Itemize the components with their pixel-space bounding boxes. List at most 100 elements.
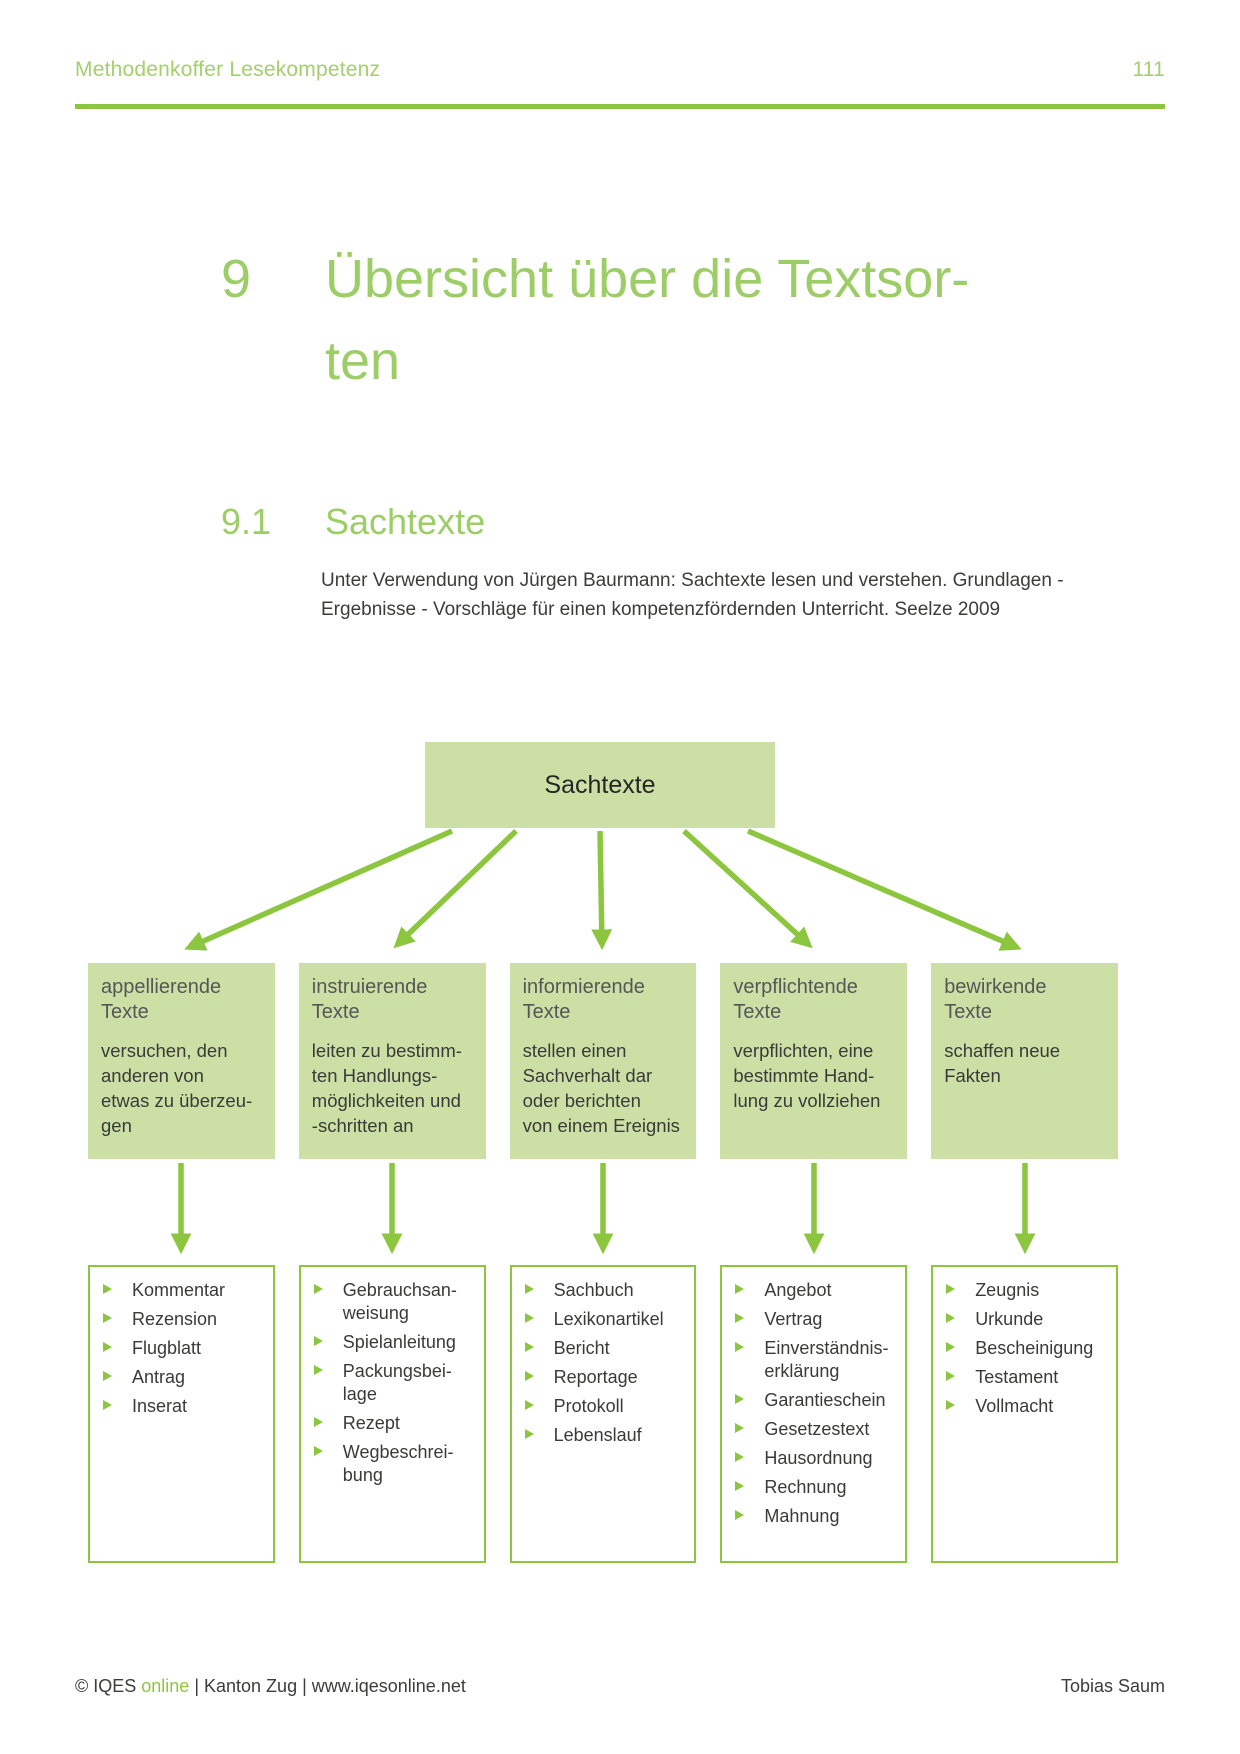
list-item-label: Garantieschein: [764, 1390, 886, 1410]
text-line: leiten zu bestimm-: [311, 1040, 462, 1061]
chapter-number: 9: [221, 249, 252, 309]
triangle-bullet-icon: [735, 1510, 745, 1520]
arrow-root-to-bewirkende: [746, 828, 1022, 951]
list-item: Garantieschein: [734, 1389, 895, 1412]
list-item-label: Urkunde: [975, 1309, 1044, 1329]
text-line: verpflichtende: [733, 976, 858, 998]
triangle-bullet-icon: [946, 1313, 956, 1323]
list-item-label: Gesetzestext: [764, 1419, 870, 1439]
text-line: Ergebnisse - Vorschläge für einen kompet…: [321, 599, 1001, 620]
list-item: Antrag: [102, 1366, 263, 1389]
triangle-bullet-icon: [524, 1284, 534, 1294]
triangle-bullet-icon: [735, 1394, 745, 1404]
text-line: Fakten: [944, 1065, 1001, 1086]
triangle-bullet-icon: [735, 1423, 745, 1433]
list-item: Zeugnis: [945, 1279, 1106, 1302]
header-doc-title: Methodenkoffer Lesekompetenz: [75, 58, 381, 81]
triangle-bullet-icon: [735, 1284, 745, 1294]
list-item: Bericht: [524, 1337, 685, 1360]
list-item: Bescheinigung: [945, 1337, 1106, 1360]
triangle-bullet-icon: [524, 1371, 534, 1381]
section-heading: 9.1 Sachtexte: [221, 500, 485, 544]
triangle-bullet-icon: [735, 1481, 745, 1491]
list-item: Hausordnung: [734, 1447, 895, 1470]
list-item-label: Mahnung: [764, 1506, 840, 1526]
list-item: Spielanleitung: [313, 1331, 474, 1354]
text-line: Texte: [311, 1001, 360, 1023]
chapter-heading: 9 Übersicht über die Textsor-ten: [221, 238, 969, 402]
list-item-label: Vertrag: [764, 1309, 823, 1329]
list-item-label: Gebrauchsan-weisung: [342, 1280, 457, 1323]
list-item-label: Inserat: [132, 1396, 188, 1416]
list-item-label: Angebot: [764, 1280, 832, 1300]
list-item-label: Packungsbei-lage: [342, 1361, 452, 1404]
triangle-bullet-icon: [313, 1417, 323, 1427]
text-line: Texte: [101, 1001, 149, 1023]
text-line: von einem Ereignis: [522, 1115, 680, 1136]
triangle-bullet-icon: [313, 1365, 323, 1375]
list-item: Mahnung: [734, 1505, 895, 1528]
list-item: Flugblatt: [102, 1337, 263, 1360]
list-item: Wegbeschrei-bung: [313, 1441, 474, 1487]
text-line: möglichkeiten und: [311, 1090, 461, 1111]
triangle-bullet-icon: [103, 1400, 112, 1410]
list-item: Lexikonartikel: [524, 1308, 685, 1331]
list-item: Testament: [945, 1366, 1106, 1389]
arrow-root-to-verpflichtende: [682, 828, 813, 949]
list-item-label: Rezension: [132, 1309, 218, 1329]
list-item: Sachbuch: [524, 1279, 685, 1302]
list-item-label: Bescheinigung: [975, 1338, 1094, 1358]
triangle-bullet-icon: [735, 1452, 745, 1462]
list-item: Vertrag: [734, 1308, 895, 1331]
section-title: Sachtexte: [325, 501, 486, 542]
text-line: Texte: [733, 1001, 782, 1023]
text-line: Texte: [522, 1001, 571, 1023]
list-item: Protokoll: [524, 1395, 685, 1418]
text-line: ten: [325, 331, 401, 391]
footer-copyright: © IQES online | Kanton Zug | www.iqesonl…: [75, 1676, 466, 1697]
copyright-prefix: © IQES: [75, 1676, 142, 1696]
list-item-label: Rechnung: [764, 1477, 847, 1497]
list-item-label: Sachbuch: [553, 1280, 634, 1300]
page-header: Methodenkoffer Lesekompetenz 111: [75, 58, 1165, 82]
page-footer: © IQES online | Kanton Zug | www.iqesonl…: [75, 1676, 1165, 1697]
triangle-bullet-icon: [946, 1400, 956, 1410]
footer-author: Tobias Saum: [1060, 1676, 1165, 1696]
triangle-bullet-icon: [946, 1342, 956, 1352]
arrow-root-to-instruierende: [393, 829, 518, 949]
chapter-title: Übersicht über die Textsor-ten: [325, 238, 969, 402]
list-item: Vollmacht: [945, 1395, 1106, 1418]
triangle-bullet-icon: [313, 1284, 323, 1294]
list-item-label: Vollmacht: [975, 1396, 1054, 1416]
triangle-bullet-icon: [524, 1400, 534, 1410]
list-item: Einverständnis-erklärung: [734, 1337, 895, 1383]
list-item: Rechnung: [734, 1476, 895, 1499]
list-item-label: Flugblatt: [132, 1338, 202, 1358]
header-rule: [75, 104, 1165, 109]
text-line: Unter Verwendung von Jürgen Baurmann: Sa…: [321, 570, 1064, 591]
list-item-label: Rezept: [342, 1413, 400, 1433]
triangle-bullet-icon: [313, 1446, 323, 1456]
brand-online: online: [141, 1676, 190, 1696]
list-item-label: Lebenslauf: [553, 1425, 642, 1445]
root-box-label: Sachtexte: [544, 770, 656, 799]
triangle-bullet-icon: [103, 1371, 112, 1381]
list-item: Gebrauchsan-weisung: [313, 1279, 474, 1325]
